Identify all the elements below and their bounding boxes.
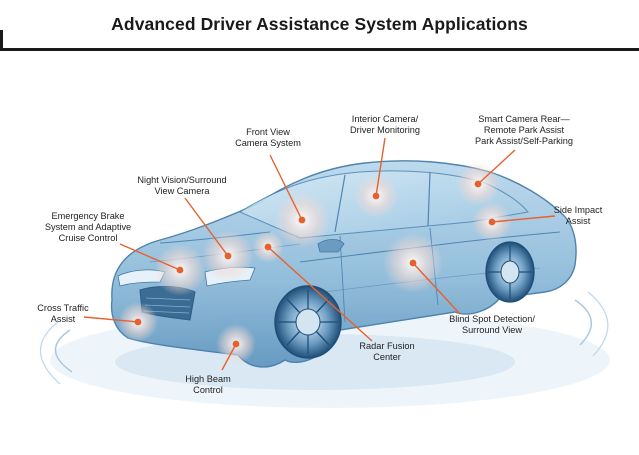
label-interior-camera: Interior Camera/ Driver Monitoring bbox=[350, 114, 420, 136]
label-smart-camera-rear: Smart Camera Rear— Remote Park Assist Pa… bbox=[475, 114, 573, 147]
leader-lines bbox=[83, 137, 556, 371]
leader-side-impact bbox=[491, 215, 556, 223]
label-line: Front View bbox=[246, 127, 290, 137]
leader-emergency-brake bbox=[119, 243, 181, 271]
front-wheel bbox=[274, 285, 342, 359]
sensor-markers bbox=[134, 180, 496, 348]
label-line: Side Impact bbox=[553, 205, 603, 215]
leader-high-beam bbox=[221, 343, 237, 371]
marker-blind-spot bbox=[409, 259, 417, 267]
label-line: Blind Spot Detection/ bbox=[449, 314, 535, 324]
title-divider-edge bbox=[0, 30, 3, 50]
marker-rear-camera bbox=[474, 180, 482, 188]
leader-night-vision bbox=[184, 197, 229, 257]
label-line: Driver Monitoring bbox=[350, 125, 420, 135]
label-high-beam: High Beam Control bbox=[185, 374, 230, 396]
label-night-vision: Night Vision/Surround View Camera bbox=[137, 175, 226, 197]
label-radar-fusion: Radar Fusion Center bbox=[359, 341, 414, 363]
label-line: Remote Park Assist bbox=[483, 125, 565, 135]
label-line: Night Vision/Surround bbox=[137, 175, 227, 185]
label-line: View Camera bbox=[154, 186, 210, 196]
title-divider bbox=[0, 48, 639, 51]
label-line: Center bbox=[373, 352, 401, 362]
label-line: Control bbox=[193, 385, 223, 395]
label-line: High Beam bbox=[185, 374, 231, 384]
leader-interior bbox=[375, 137, 386, 197]
leader-radar bbox=[267, 246, 373, 342]
label-side-impact: Side Impact Assist bbox=[554, 205, 603, 227]
label-line: Camera System bbox=[235, 138, 301, 148]
label-emergency-brake: Emergency Brake System and Adaptive Crui… bbox=[45, 211, 131, 244]
label-cross-traffic: Cross Traffic Assist bbox=[37, 303, 88, 325]
label-line: Park Assist/Self-Parking bbox=[474, 136, 574, 146]
marker-interior bbox=[372, 192, 380, 200]
label-line: System and Adaptive bbox=[44, 222, 132, 232]
leader-blind-spot bbox=[412, 262, 461, 315]
leader-cross-traffic bbox=[83, 316, 139, 323]
leader-front-view bbox=[269, 154, 303, 221]
diagram-title: Advanced Driver Assistance System Applic… bbox=[111, 14, 528, 34]
rear-wheel bbox=[485, 241, 535, 303]
label-line: Interior Camera/ bbox=[351, 114, 419, 124]
leader-smart-rear bbox=[477, 149, 516, 185]
marker-high-beam bbox=[232, 340, 240, 348]
marker-front-camera bbox=[298, 216, 306, 224]
label-line: Surround View bbox=[461, 325, 523, 335]
label-front-view-camera: Front View Camera System bbox=[235, 127, 301, 149]
label-line: Cruise Control bbox=[58, 233, 118, 243]
marker-radar bbox=[264, 243, 272, 251]
label-line: Emergency Brake bbox=[51, 211, 125, 221]
marker-emergency-brake bbox=[176, 266, 184, 274]
marker-cross-traffic bbox=[134, 318, 142, 326]
label-blind-spot: Blind Spot Detection/ Surround View bbox=[449, 314, 535, 336]
label-line: Smart Camera Rear— bbox=[478, 114, 570, 124]
label-line: Cross Traffic bbox=[37, 303, 89, 313]
marker-side-impact bbox=[488, 218, 496, 226]
marker-night-vision bbox=[224, 252, 232, 260]
label-line: Radar Fusion bbox=[359, 341, 415, 351]
label-line: Assist bbox=[50, 314, 76, 324]
label-line: Assist bbox=[565, 216, 591, 226]
